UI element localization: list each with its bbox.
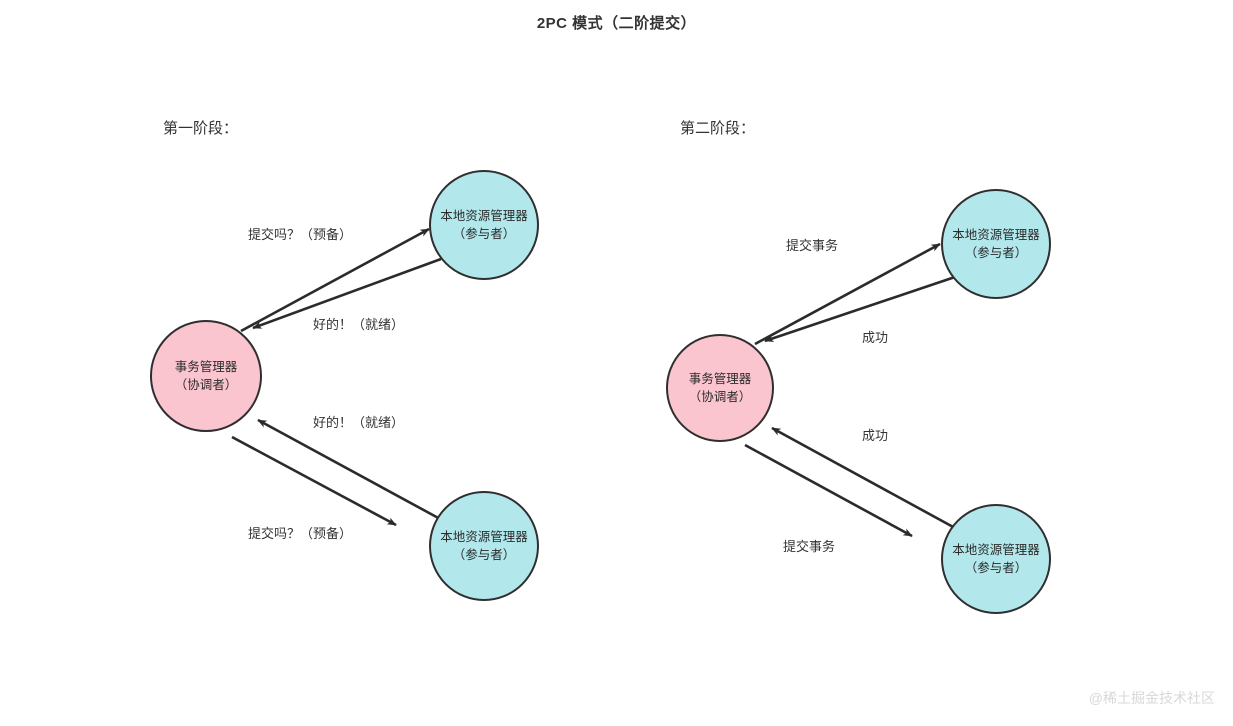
watermark: @稀土掘金技术社区	[1088, 690, 1215, 706]
edge-label-p2-commit-top: 提交事务	[786, 238, 839, 253]
node-p2-participant-bottom[interactable]: 本地资源管理器 （参与者）	[941, 504, 1051, 614]
node-label-line1: 事务管理器	[174, 359, 238, 374]
arrow-p1-ready-bottom	[257, 418, 443, 522]
phase-2-label: 第二阶段：	[680, 120, 756, 137]
node-label-line2: （协调者）	[174, 378, 238, 392]
arrow-p2-commit-bottom	[744, 443, 913, 538]
node-label-line2: （参与者）	[964, 561, 1028, 575]
node-label-line1: 事务管理器	[688, 371, 752, 386]
node-label-line2: （参与者）	[964, 246, 1028, 260]
node-label-line1: 本地资源管理器	[952, 542, 1040, 557]
node-label-line1: 本地资源管理器	[440, 529, 528, 544]
edge-label-p2-success-top: 成功	[862, 330, 889, 345]
node-p2-participant-top[interactable]: 本地资源管理器 （参与者）	[941, 189, 1051, 299]
node-label-line2: （协调者）	[688, 390, 752, 404]
phase-1-label: 第一阶段：	[163, 120, 239, 137]
node-label-line1: 本地资源管理器	[440, 208, 528, 223]
node-label-line2: （参与者）	[452, 227, 516, 241]
page-title: 2PC 模式（二阶提交）	[536, 15, 697, 32]
arrow-p1-ready-top	[252, 257, 442, 330]
edge-label-p1-ready-top: 好的！（就绪）	[313, 317, 405, 332]
node-p1-participant-bottom[interactable]: 本地资源管理器 （参与者）	[429, 491, 539, 601]
node-p2-coordinator[interactable]: 事务管理器 （协调者）	[666, 334, 774, 442]
arrow-p1-prepare-bottom	[231, 435, 397, 527]
arrow-p2-success-bottom	[771, 426, 956, 530]
edge-label-p1-prepare-top: 提交吗？（预备）	[248, 227, 353, 242]
arrow-p2-commit-top	[754, 242, 941, 346]
arrow-p2-success-top	[764, 275, 956, 343]
node-p1-participant-top[interactable]: 本地资源管理器 （参与者）	[429, 170, 539, 280]
edge-label-p1-ready-bottom: 好的！（就绪）	[313, 415, 405, 430]
node-label-line1: 本地资源管理器	[952, 227, 1040, 242]
node-label-line2: （参与者）	[452, 548, 516, 562]
arrow-p1-prepare-top	[240, 227, 430, 333]
node-p1-coordinator[interactable]: 事务管理器 （协调者）	[150, 320, 262, 432]
edge-label-p2-commit-bottom: 提交事务	[783, 539, 836, 554]
edge-label-p2-success-bottom: 成功	[862, 428, 889, 443]
edge-label-p1-prepare-bottom: 提交吗？（预备）	[248, 526, 353, 541]
